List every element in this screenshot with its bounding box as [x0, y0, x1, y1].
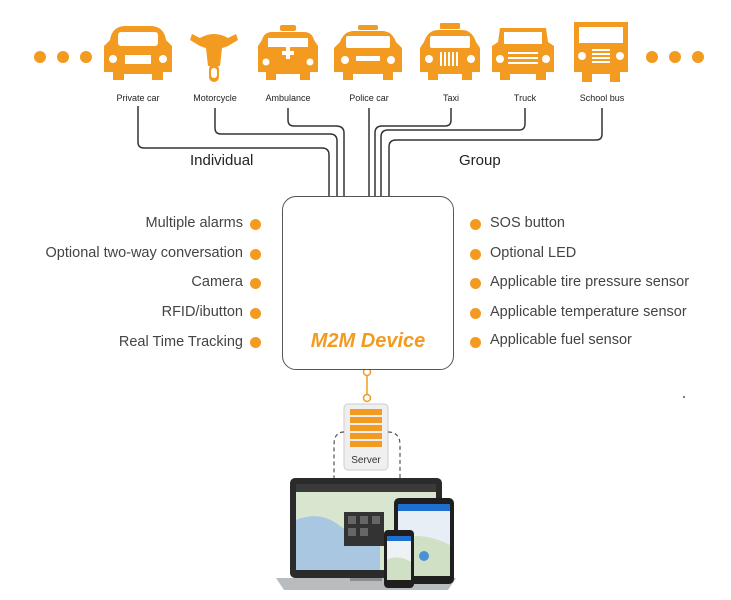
vehicle-label-ambulance: Ambulance: [265, 93, 311, 103]
feature-bullet-icon: [250, 308, 261, 319]
motorcycle-icon: [190, 34, 238, 82]
feature-bullet-icon: [470, 219, 481, 230]
feature-left-2: Optional two-way conversation: [45, 245, 243, 261]
school-bus-icon: [574, 22, 628, 82]
feature-bullet-icon: [470, 278, 481, 289]
ellipsis-right-icon: [646, 51, 704, 63]
feature-bullet-icon: [470, 337, 481, 348]
server-icon: [343, 403, 389, 471]
group-label-individual: Individual: [190, 152, 254, 169]
feature-left-5: Real Time Tracking: [118, 334, 243, 350]
server-dashed-links: [333, 431, 401, 478]
ambulance-icon: [258, 25, 318, 80]
feature-bullet-icon: [250, 219, 261, 230]
vehicle-label-private-car: Private car: [116, 93, 160, 103]
vehicle-label-school-bus: School bus: [579, 93, 625, 103]
vehicle-label-truck: Truck: [513, 93, 537, 103]
feature-bullet-icon: [470, 249, 481, 260]
phone-icon: [384, 530, 414, 588]
feature-bullet-icon: [250, 249, 261, 260]
feature-right-1: SOS button: [490, 215, 565, 231]
feature-left-1: Multiple alarms: [145, 215, 244, 231]
group-label-group: Group: [459, 152, 501, 169]
truck-icon: [492, 28, 554, 80]
feature-bullet-icon: [470, 308, 481, 319]
vehicle-label-motorcycle: Motorcycle: [193, 93, 237, 103]
server-label: Server: [351, 455, 381, 466]
ellipsis-left-icon: [34, 51, 92, 63]
feature-left-4: RFID/ibutton: [161, 304, 243, 320]
vehicle-label-police-car: Police car: [349, 93, 389, 103]
feature-right-3: Applicable tire pressure sensor: [490, 274, 690, 290]
device-title: M2M Device: [310, 330, 426, 352]
feature-left-3: Camera: [191, 274, 243, 290]
feature-bullet-icon: [250, 278, 261, 289]
device-box: [282, 196, 454, 370]
vehicle-label-taxi: Taxi: [442, 93, 459, 103]
server-connector: [362, 367, 372, 403]
taxi-icon: [420, 23, 480, 80]
feature-right-2: Optional LED: [490, 245, 577, 261]
private-car-icon: [104, 26, 172, 80]
police-car-icon: [334, 25, 402, 80]
feature-right-5: Applicable fuel sensor: [490, 332, 632, 348]
feature-right-4: Applicable temperature sensor: [490, 304, 687, 320]
vehicle-connectors: [137, 106, 603, 196]
feature-bullet-icon: [250, 337, 261, 348]
